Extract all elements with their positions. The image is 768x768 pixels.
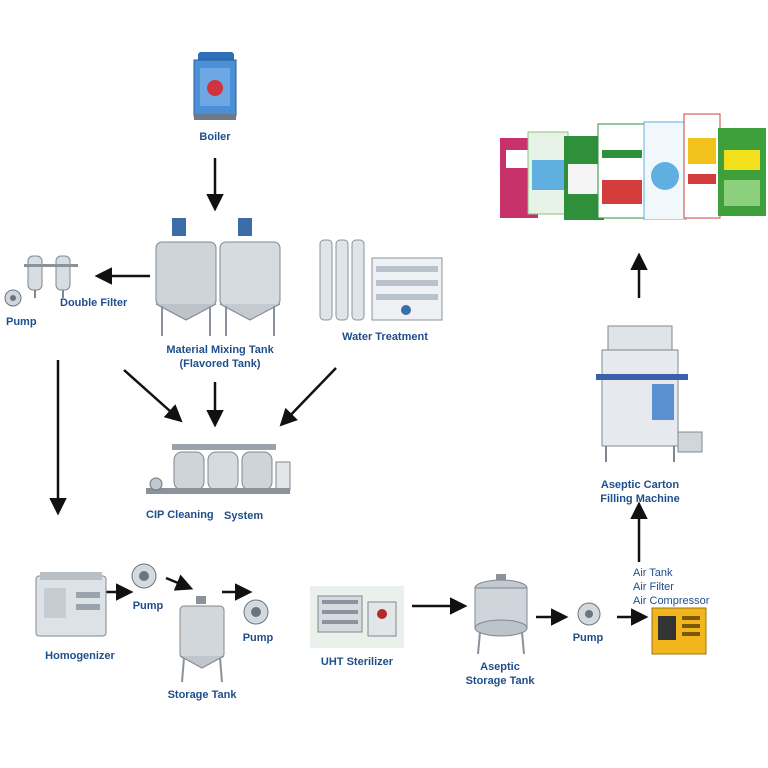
pump-2-label: Pump bbox=[242, 632, 274, 644]
air-compressor-image bbox=[651, 607, 707, 655]
pump-3-label: Pump bbox=[572, 632, 604, 644]
mixing-tank-label-line2: (Flavored Tank) bbox=[179, 358, 261, 370]
pump-3-image bbox=[577, 602, 601, 626]
pump-1-image bbox=[131, 563, 157, 589]
homogenizer-image bbox=[35, 572, 107, 637]
cip-label-part1: CIP Cleaning bbox=[146, 509, 214, 521]
cip-system-image bbox=[146, 444, 291, 494]
air-filter-label: Air Filter bbox=[633, 581, 674, 593]
mixing-tank-image bbox=[155, 218, 281, 336]
filling-machine-image bbox=[596, 325, 703, 462]
storage-tank-image bbox=[179, 596, 225, 683]
pump-top-image bbox=[4, 289, 22, 307]
uht-label: UHT Sterilizer bbox=[320, 656, 394, 668]
filling-machine-label-line1: Aseptic Carton bbox=[600, 479, 680, 491]
cip-label-part2: System bbox=[224, 510, 264, 522]
storage-tank-label: Storage Tank bbox=[167, 689, 237, 701]
aseptic-storage-tank-image bbox=[474, 574, 528, 655]
carton-products-image bbox=[500, 113, 766, 220]
double-filter-image bbox=[24, 255, 78, 298]
pump-2-image bbox=[243, 599, 269, 625]
pump-1-label: Pump bbox=[132, 600, 164, 612]
water-treatment-image bbox=[319, 239, 443, 321]
arrow-mixing-to-cip-left bbox=[123, 369, 183, 423]
water-treatment-label: Water Treatment bbox=[342, 331, 428, 343]
boiler-image bbox=[193, 52, 237, 120]
arrow-pump-to-storage bbox=[165, 574, 194, 591]
aseptic-storage-label-line1: Aseptic bbox=[480, 661, 520, 673]
pump-top-label: Pump bbox=[6, 316, 37, 328]
aseptic-storage-label-line2: Storage Tank bbox=[465, 675, 535, 687]
double-filter-label: Double Filter bbox=[60, 297, 128, 309]
mixing-tank-label-line1: Material Mixing Tank bbox=[166, 344, 274, 356]
filling-machine-label-line2: Filling Machine bbox=[600, 493, 680, 505]
uht-sterilizer-image bbox=[310, 586, 404, 648]
boiler-label: Boiler bbox=[199, 131, 231, 143]
arrow-water-to-cip bbox=[279, 367, 337, 427]
air-tank-label: Air Tank bbox=[633, 567, 673, 579]
homogenizer-label: Homogenizer bbox=[45, 650, 115, 662]
air-compressor-label: Air Compressor bbox=[633, 595, 710, 607]
